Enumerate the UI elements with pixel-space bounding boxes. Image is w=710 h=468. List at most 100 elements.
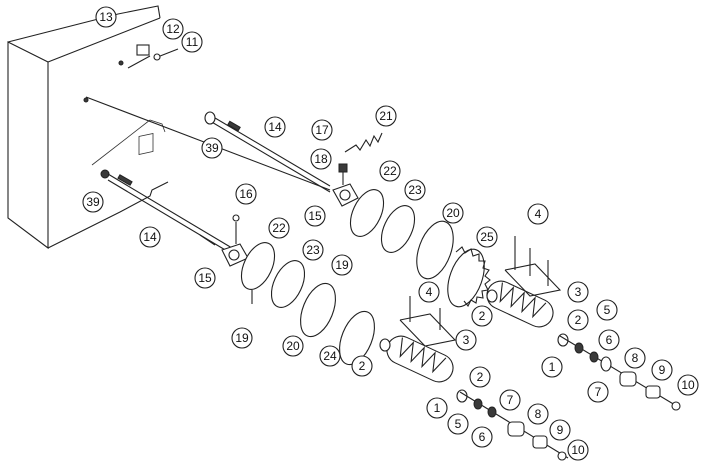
svg-text:13: 13 <box>99 10 113 24</box>
callout-8-upper: 8 <box>624 347 646 369</box>
callout-6-upper: 6 <box>598 329 620 351</box>
svg-text:3: 3 <box>463 333 470 347</box>
svg-text:8: 8 <box>535 407 542 421</box>
callout-6-lower: 6 <box>471 426 493 448</box>
svg-text:20: 20 <box>286 339 300 353</box>
svg-text:20: 20 <box>446 206 460 220</box>
svg-text:21: 21 <box>379 109 393 123</box>
svg-text:22: 22 <box>272 221 286 235</box>
callout-39-lower: 39 <box>82 191 104 213</box>
callout-22-upper: 22 <box>379 160 401 182</box>
upper-roller <box>486 236 569 347</box>
callout-20-upper: 20 <box>442 202 464 224</box>
callout-7-upper: 7 <box>587 381 609 403</box>
callout-3-lower: 3 <box>455 329 477 351</box>
svg-text:15: 15 <box>308 209 322 223</box>
callout-5-lower: 5 <box>447 413 469 435</box>
svg-text:18: 18 <box>314 152 328 166</box>
callout-14-lower: 14 <box>139 226 161 248</box>
lower-roller <box>379 296 468 403</box>
svg-text:6: 6 <box>479 430 486 444</box>
svg-text:9: 9 <box>659 363 666 377</box>
svg-text:14: 14 <box>268 120 282 134</box>
lower-shaft <box>107 173 233 255</box>
svg-text:8: 8 <box>632 351 639 365</box>
svg-text:6: 6 <box>606 333 613 347</box>
svg-text:39: 39 <box>86 195 100 209</box>
svg-text:5: 5 <box>455 417 462 431</box>
upper-hardware-chain <box>559 335 681 411</box>
svg-text:23: 23 <box>306 243 320 257</box>
callout-12: 12 <box>162 18 184 40</box>
svg-text:1: 1 <box>549 360 556 374</box>
callout-18: 18 <box>310 148 332 170</box>
svg-text:2: 2 <box>359 359 366 373</box>
callout-11: 11 <box>181 31 203 53</box>
callout-24: 24 <box>319 345 341 367</box>
svg-text:2: 2 <box>479 309 486 323</box>
svg-text:5: 5 <box>604 303 611 317</box>
callouts: 13 12 11 14 21 17 18 39 39 22 23 15 20 4… <box>82 6 699 461</box>
callout-2-lower-left: 2 <box>351 355 373 377</box>
svg-text:4: 4 <box>535 207 542 221</box>
svg-text:2: 2 <box>477 370 484 384</box>
callout-19-upper: 19 <box>331 254 353 276</box>
svg-text:10: 10 <box>571 443 585 457</box>
callout-21: 21 <box>375 105 397 127</box>
svg-text:19: 19 <box>235 331 249 345</box>
callout-16: 16 <box>235 183 257 205</box>
callout-23-upper: 23 <box>404 179 426 201</box>
svg-text:23: 23 <box>408 183 422 197</box>
lower-hardware-chain <box>459 391 569 461</box>
svg-text:14: 14 <box>143 230 157 244</box>
callout-7-lower: 7 <box>499 389 521 411</box>
callout-15-upper: 15 <box>304 205 326 227</box>
callout-22-lower: 22 <box>268 217 290 239</box>
screw-assembly <box>127 44 179 69</box>
svg-text:22: 22 <box>383 164 397 178</box>
svg-text:16: 16 <box>239 187 253 201</box>
callout-17: 17 <box>311 119 333 141</box>
upper-discs <box>349 189 491 308</box>
svg-text:15: 15 <box>198 271 212 285</box>
svg-text:25: 25 <box>480 230 494 244</box>
callout-8-lower: 8 <box>527 403 549 425</box>
svg-text:1: 1 <box>434 401 441 415</box>
svg-text:19: 19 <box>335 258 349 272</box>
callout-25: 25 <box>476 226 498 248</box>
callout-13: 13 <box>95 6 117 28</box>
callout-4-lower: 4 <box>418 281 440 303</box>
svg-text:24: 24 <box>323 349 337 363</box>
callout-2-upper-left: 2 <box>471 305 493 327</box>
mounting-plate <box>7 5 169 250</box>
callout-3-upper: 3 <box>567 281 589 303</box>
svg-text:39: 39 <box>205 141 219 155</box>
svg-text:12: 12 <box>166 22 180 36</box>
svg-text:3: 3 <box>575 285 582 299</box>
svg-text:10: 10 <box>681 378 695 392</box>
callout-1-upper: 1 <box>541 356 563 378</box>
callout-39-upper: 39 <box>201 137 223 159</box>
svg-text:11: 11 <box>186 35 199 49</box>
callout-2-upper-right: 2 <box>567 309 589 331</box>
callout-1-lower: 1 <box>426 397 448 419</box>
svg-text:9: 9 <box>557 423 564 437</box>
callout-19-lower: 19 <box>231 327 253 349</box>
callout-5-upper: 5 <box>596 299 618 321</box>
callout-20-lower: 20 <box>282 335 304 357</box>
callout-4-upper: 4 <box>527 203 549 225</box>
svg-text:7: 7 <box>595 385 602 399</box>
callout-10-lower: 10 <box>567 439 589 461</box>
svg-text:7: 7 <box>507 393 514 407</box>
callout-9-lower: 9 <box>549 419 571 441</box>
svg-text:17: 17 <box>315 123 329 137</box>
callout-9-upper: 9 <box>651 359 673 381</box>
svg-text:4: 4 <box>426 285 433 299</box>
upper-collar <box>332 132 383 207</box>
callout-10-upper: 10 <box>677 374 699 396</box>
svg-text:2: 2 <box>575 313 582 327</box>
callout-2-lower-right: 2 <box>469 366 491 388</box>
callout-23-lower: 23 <box>302 239 324 261</box>
